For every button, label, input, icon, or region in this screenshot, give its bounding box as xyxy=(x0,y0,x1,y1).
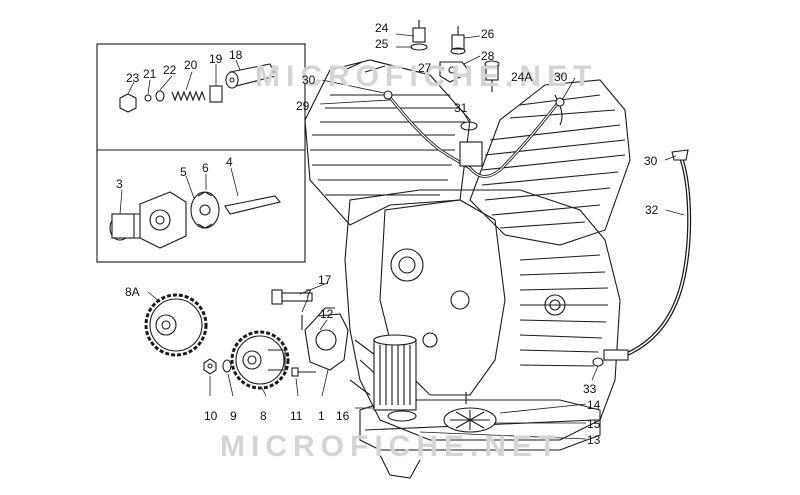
callout-24A: 24A xyxy=(511,70,533,84)
callout-32: 32 xyxy=(645,203,659,217)
callout-17: 17 xyxy=(318,273,332,287)
callout-11: 11 xyxy=(290,409,303,423)
bolt-11 xyxy=(291,367,316,377)
callout-27: 27 xyxy=(418,61,432,75)
callout-8: 8 xyxy=(260,409,267,423)
washer-9 xyxy=(222,359,232,373)
leader-lines xyxy=(119,33,685,440)
bolt-17 xyxy=(271,289,313,305)
watermark-top: MICROFICHE.NET xyxy=(255,60,598,93)
callout-30-left: 30 xyxy=(302,73,316,87)
callout-18: 18 xyxy=(229,48,243,62)
callout-9: 9 xyxy=(230,409,237,423)
watermark-bottom: MICROFICHE.NET xyxy=(220,430,563,463)
callout-12: 12 xyxy=(320,307,334,321)
callout-21: 21 xyxy=(143,67,157,81)
nut-10 xyxy=(203,358,217,375)
callout-5: 5 xyxy=(180,165,187,179)
callout-1: 1 xyxy=(318,409,325,423)
engine-crankcase xyxy=(344,189,621,441)
callout-4: 4 xyxy=(226,155,233,169)
callout-33: 33 xyxy=(583,382,597,396)
breather-pipe xyxy=(383,90,565,178)
callout-23: 23 xyxy=(126,71,140,85)
temperature-sender xyxy=(450,26,466,55)
callout-30-pipe: 30 xyxy=(644,154,658,168)
callout-15: 15 xyxy=(587,417,601,431)
callout-10: 10 xyxy=(204,409,218,423)
callout-14: 14 xyxy=(587,398,601,412)
oil-pump-body xyxy=(304,307,349,371)
callout-20: 20 xyxy=(184,58,198,72)
sender-24A xyxy=(484,60,500,92)
engine-left-cylinder xyxy=(304,59,471,226)
gear-8 xyxy=(230,330,290,390)
callout-30-right: 30 xyxy=(554,70,568,84)
oil-filter xyxy=(373,334,417,422)
bracket-27-28 xyxy=(439,61,471,83)
callout-28: 28 xyxy=(481,49,495,63)
callout-29: 29 xyxy=(296,99,310,113)
gear-8A xyxy=(144,293,208,357)
callout-8A: 8A xyxy=(125,285,140,299)
callout-31: 31 xyxy=(454,101,468,115)
callout-6: 6 xyxy=(202,161,209,175)
inset-frame xyxy=(96,43,306,263)
oil-strainer xyxy=(443,392,497,433)
callout-16: 16 xyxy=(336,409,350,423)
engine-right-cylinder xyxy=(469,79,631,246)
callout-3: 3 xyxy=(116,177,123,191)
callout-13: 13 xyxy=(587,433,601,447)
callout-24: 24 xyxy=(375,21,389,35)
callout-25: 25 xyxy=(375,37,389,51)
callout-22: 22 xyxy=(163,63,177,77)
callout-26: 26 xyxy=(481,27,495,41)
oil-delivery-pipe xyxy=(592,149,692,367)
oil-pressure-switch xyxy=(410,20,428,51)
callout-19: 19 xyxy=(209,52,223,66)
pump-rotor-parts xyxy=(109,191,281,249)
callout-7: 7 xyxy=(305,287,312,301)
